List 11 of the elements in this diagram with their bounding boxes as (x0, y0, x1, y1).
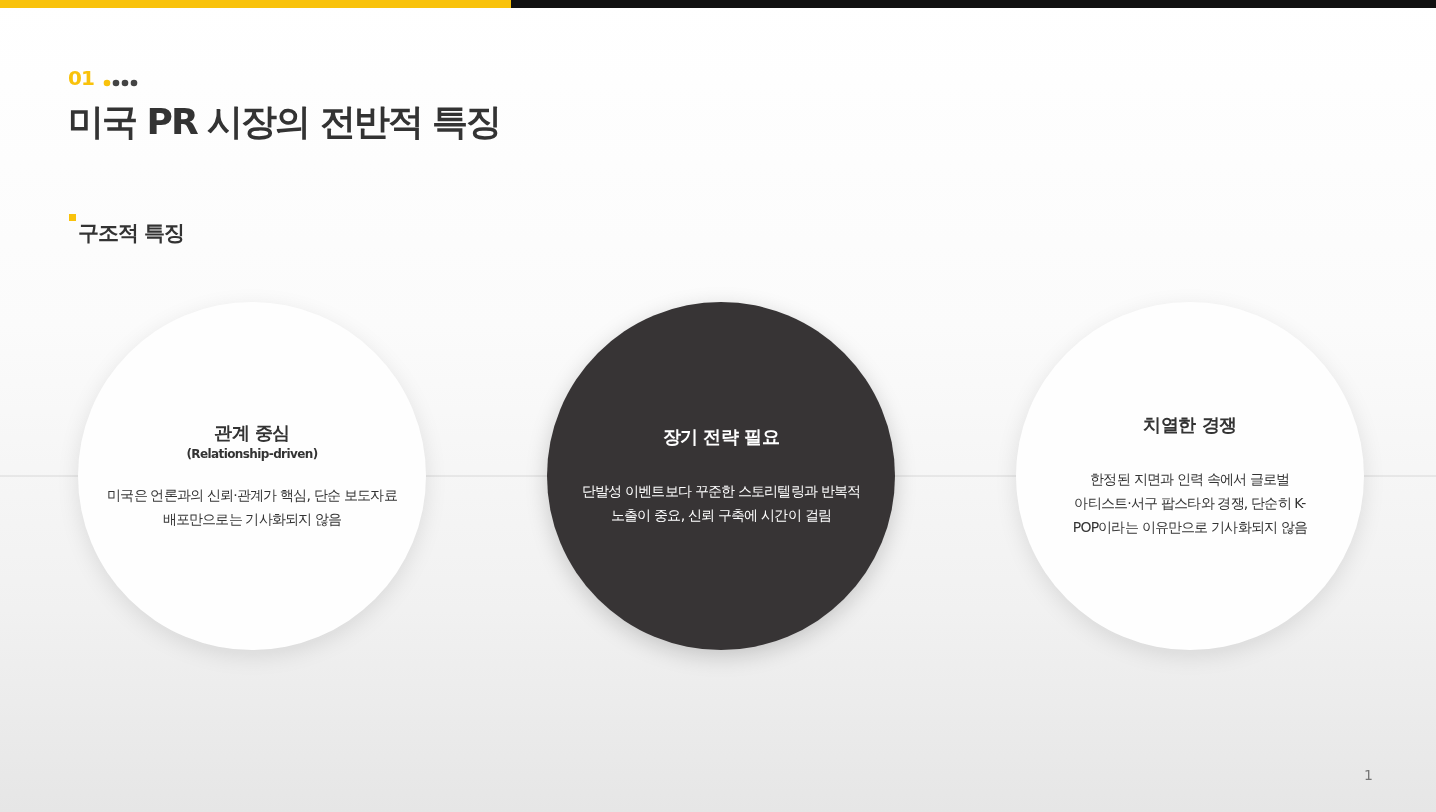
circle-heading: 관계 중심 (214, 421, 290, 445)
section-heading: 구조적 특징 (78, 220, 185, 247)
circle-heading: 치열한 경쟁 (1143, 413, 1237, 437)
circle-description: 한정된 지면과 인력 속에서 글로벌 아티스트·서구 팝스타와 경쟁, 단순히 K-POP이라는 이유만으로 기사화되지 않음 (1071, 470, 1309, 537)
section-number: 01 (68, 66, 94, 90)
circle-description: 미국은 언론과의 신뢰·관계가 핵심, 단순 보도자료 배포만으로는 기사화되지 않음 (106, 486, 398, 529)
circle-description: 단발성 이벤트보다 꾸준한 스토리텔링과 반복적 노출이 중요, 신뢰 구축에 시간이 걸림 (580, 482, 862, 525)
page-title: 미국 PR 시장의 전반적 특징 (68, 100, 501, 144)
circle-heading: 장기 전략 필요 (662, 425, 780, 449)
page-number: 1 (1364, 767, 1373, 783)
circle-subheading: (Relationship-driven) (186, 447, 318, 461)
